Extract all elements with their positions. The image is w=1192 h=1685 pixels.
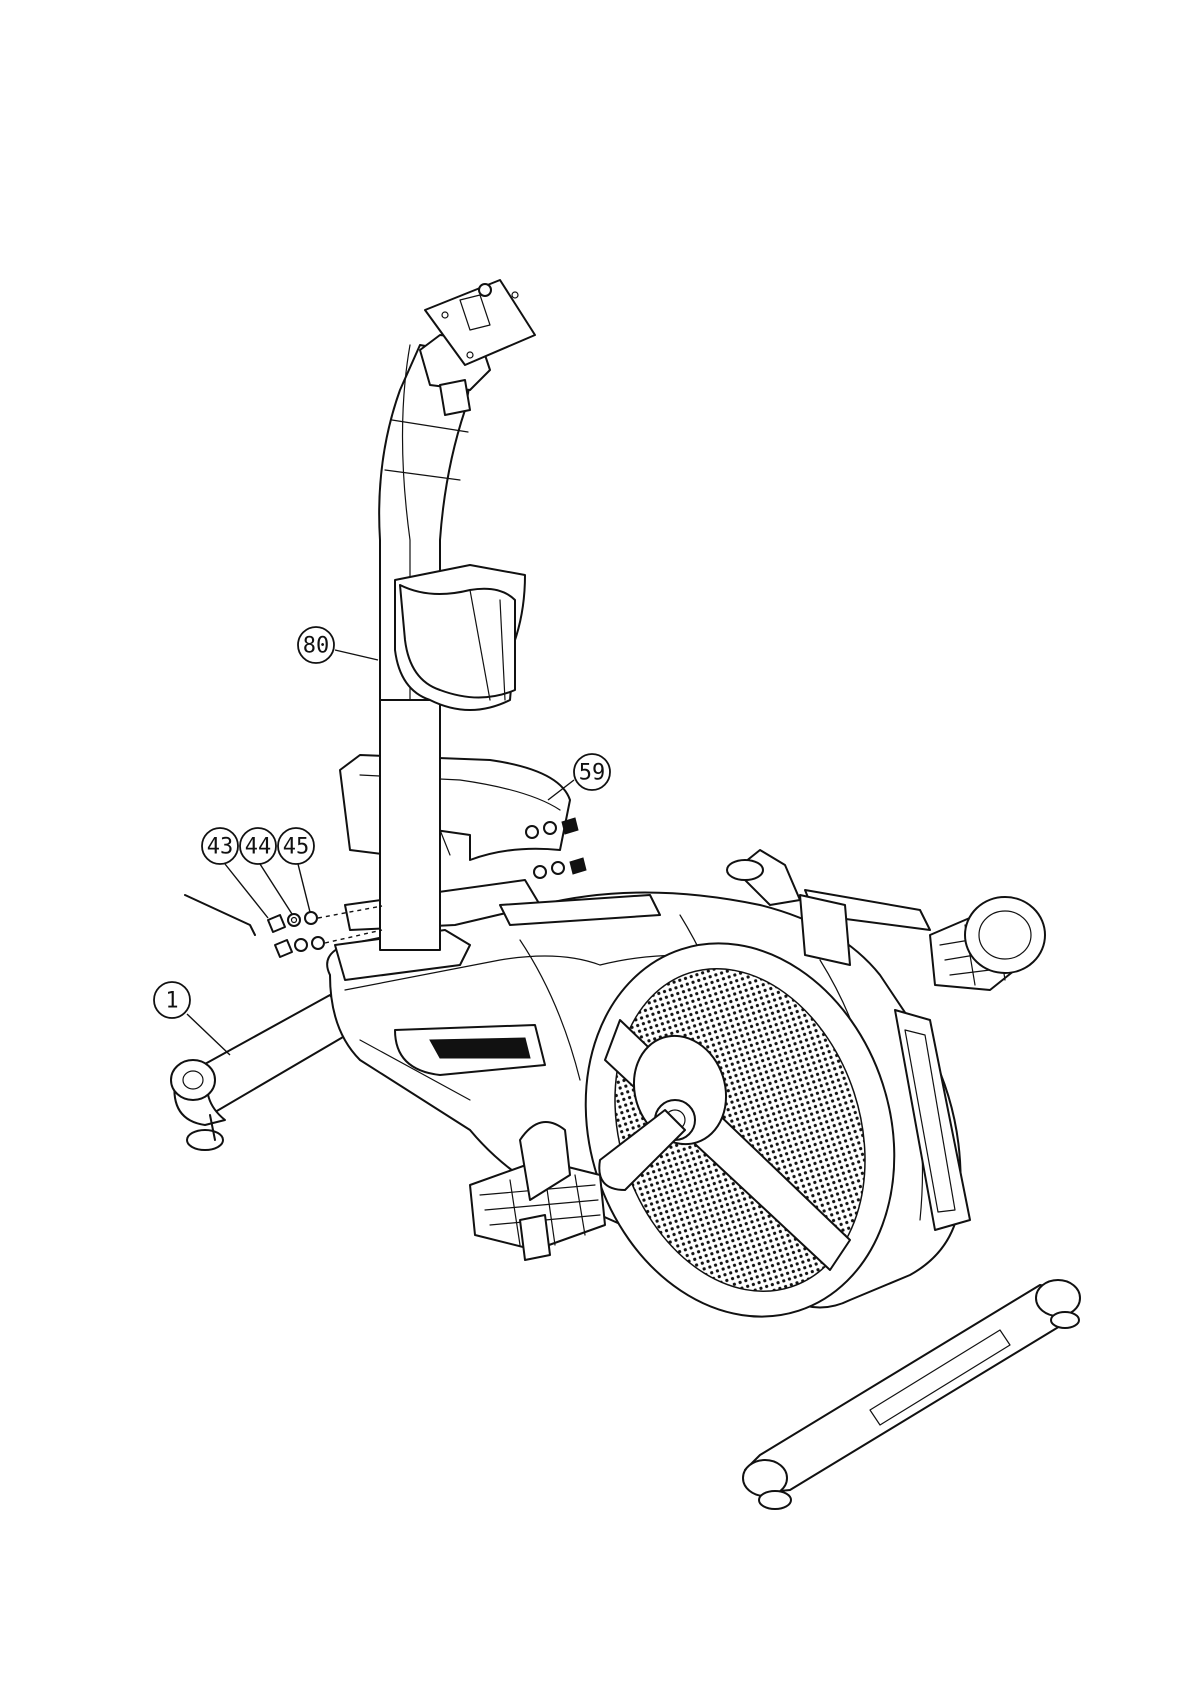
bottle-holder — [395, 565, 525, 710]
callout-label-59: 59 — [579, 761, 606, 786]
callout-label-80: 80 — [303, 634, 330, 659]
callout-label-44: 44 — [245, 835, 272, 860]
rear-stabilizer — [743, 1280, 1080, 1509]
callout-label-43: 43 — [207, 835, 234, 860]
callout-part-80: 80 — [298, 627, 378, 663]
upright-cover-59 — [340, 755, 570, 860]
callout-label-1: 1 — [165, 989, 178, 1014]
callout-label-45: 45 — [283, 835, 310, 860]
callout-part-59: 59 — [548, 754, 610, 800]
callout-part-1: 1 — [154, 982, 230, 1055]
front-stabilizer — [171, 995, 355, 1150]
